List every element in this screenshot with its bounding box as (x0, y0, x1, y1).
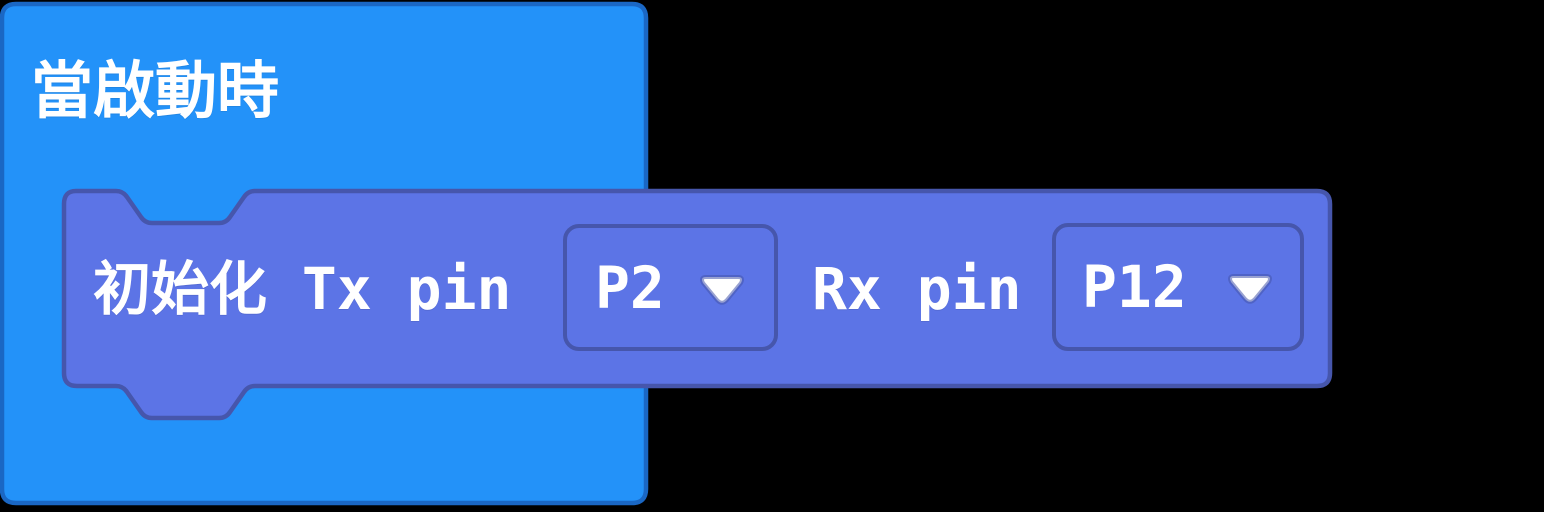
rx-pin-value: P12 (1082, 253, 1187, 321)
tx-pin-dropdown[interactable]: P2 (563, 224, 778, 351)
dropdown-arrow-icon (1228, 274, 1272, 304)
on-start-label: 當啟動時 (31, 54, 280, 127)
dropdown-arrow-icon (700, 274, 744, 305)
init-serial-label: 初始化 Tx pin (93, 255, 512, 323)
tx-pin-value: P2 (595, 253, 665, 322)
rx-pin-dropdown[interactable]: P12 (1052, 223, 1304, 351)
init-serial-block[interactable] (61, 188, 1333, 421)
rx-pin-label: Rx pin (812, 255, 1022, 323)
